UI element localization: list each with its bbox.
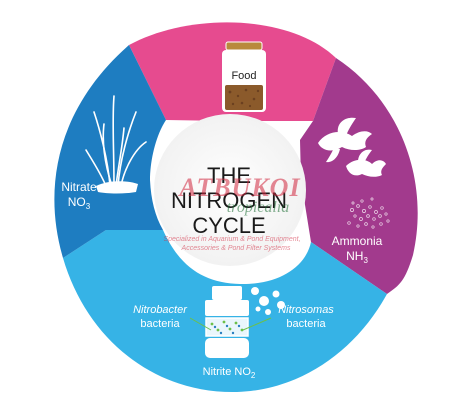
- food-label: Food: [231, 70, 256, 82]
- ammonia-bubbles-icon: [347, 197, 390, 229]
- watermark: ATBUKOI tropicalia Specialized in Aquari…: [163, 173, 300, 252]
- watermark-script: tropicalia: [227, 199, 290, 216]
- ammonia-formula: NH3: [346, 249, 368, 265]
- center-disc: [154, 114, 306, 266]
- fish-icon: [318, 117, 386, 177]
- plant-base-icon: [96, 181, 138, 194]
- nitrate-formula: NO3: [68, 195, 91, 211]
- nitrobacter-name: Nitrobacter: [133, 304, 188, 316]
- watermark-line-2: Accessories & Pond Filter Systems: [181, 245, 291, 252]
- nitrosomas-suffix: bacteria: [286, 318, 326, 330]
- title-line-2: NITROGEN: [171, 188, 287, 213]
- bacteria-pointer-lines: [189, 317, 272, 331]
- nitrate-segment: [54, 45, 166, 258]
- food-jar-icon: [222, 41, 266, 112]
- nitrite-label: Nitrite NO2: [203, 366, 256, 380]
- cycle-ring: [54, 22, 418, 393]
- ammonia-label: Ammonia: [332, 234, 383, 248]
- title-line-1: THE: [207, 163, 251, 188]
- watermark-line-1: Specialized in Aquarium & Pond Equipment…: [163, 236, 300, 243]
- oxygen-bubbles-icon: [251, 287, 285, 315]
- center-title: THE NITROGEN CYCLE: [171, 163, 287, 238]
- nitrobacter-suffix: bacteria: [140, 318, 180, 330]
- nitrate-label: Nitrate: [61, 180, 97, 194]
- title-line-3: CYCLE: [192, 213, 265, 238]
- nitrosomas-name: Nitrosomas: [278, 304, 334, 316]
- ammonia-segment: [300, 58, 418, 294]
- watermark-brand: ATBUKOI: [177, 173, 300, 202]
